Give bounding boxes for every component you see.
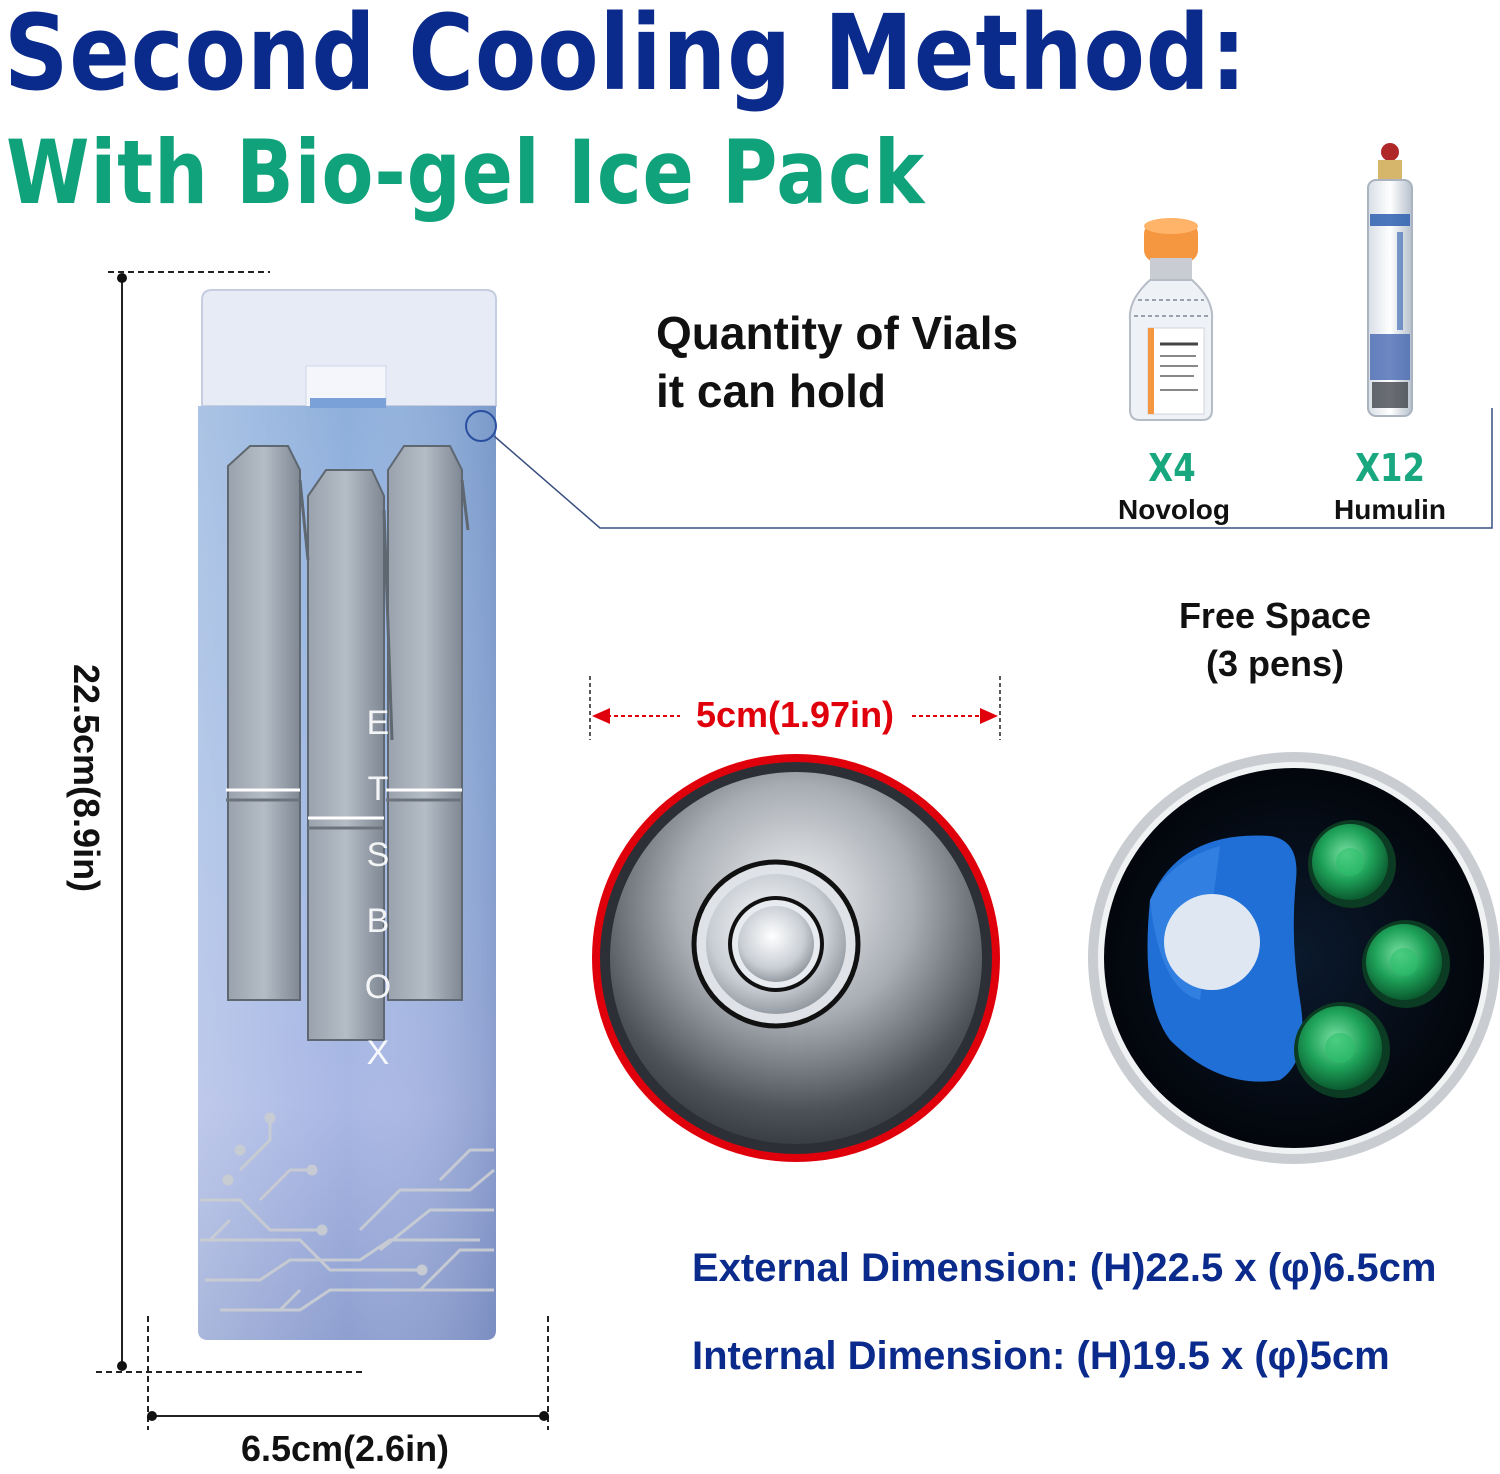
- circuit-pattern: [200, 1112, 495, 1312]
- free-space-line-1: Free Space: [1178, 595, 1372, 636]
- free-space-label: Free Space (3 pens): [1140, 592, 1410, 688]
- height-label: 22.5cm(8.9in): [66, 663, 107, 893]
- internal-dimension: Internal Dimension: (H)19.5 x (φ)5cm: [692, 1334, 1390, 1378]
- novolog-count: X4: [1148, 446, 1196, 490]
- free-space-line-2: (3 pens): [1205, 643, 1345, 684]
- width-dimension: [147, 1316, 549, 1430]
- title-line-2: With Bio-gel Ice Pack: [6, 121, 926, 224]
- novolog-name: Novolog: [1118, 494, 1230, 525]
- vial-callout: [465, 408, 1493, 529]
- novolog-vial-image: [1128, 218, 1214, 421]
- brand-letter: T: [367, 770, 389, 808]
- brand-letters: E T S B O X: [364, 690, 392, 1086]
- brand-letter: O: [364, 968, 392, 1006]
- vials-heading-line-1: Quantity of Vials: [656, 307, 1019, 359]
- title-line-1: Second Cooling Method:: [4, 0, 1248, 114]
- lid-top-view: [589, 676, 1001, 1162]
- vials-heading-line-2: it can hold: [656, 365, 886, 417]
- brand-letter: E: [366, 704, 390, 742]
- humulin-count: X12: [1355, 446, 1425, 490]
- interior-top-view: [1088, 752, 1500, 1164]
- height-dimension: [96, 271, 364, 1373]
- diameter-label: 5cm(1.97in): [695, 694, 895, 735]
- product-body: [198, 289, 497, 1340]
- brand-letter: X: [366, 1034, 390, 1072]
- brand-letter: B: [366, 902, 390, 940]
- width-label: 6.5cm(2.6in): [240, 1428, 450, 1469]
- humulin-pen-image: [1367, 143, 1413, 417]
- brand-letter: S: [366, 836, 390, 874]
- humulin-name: Humulin: [1334, 494, 1446, 525]
- vials-heading: Quantity of Vials it can hold: [656, 304, 1018, 420]
- gel-pens: [226, 445, 470, 1041]
- external-dimension: External Dimension: (H)22.5 x (φ)6.5cm: [692, 1246, 1437, 1290]
